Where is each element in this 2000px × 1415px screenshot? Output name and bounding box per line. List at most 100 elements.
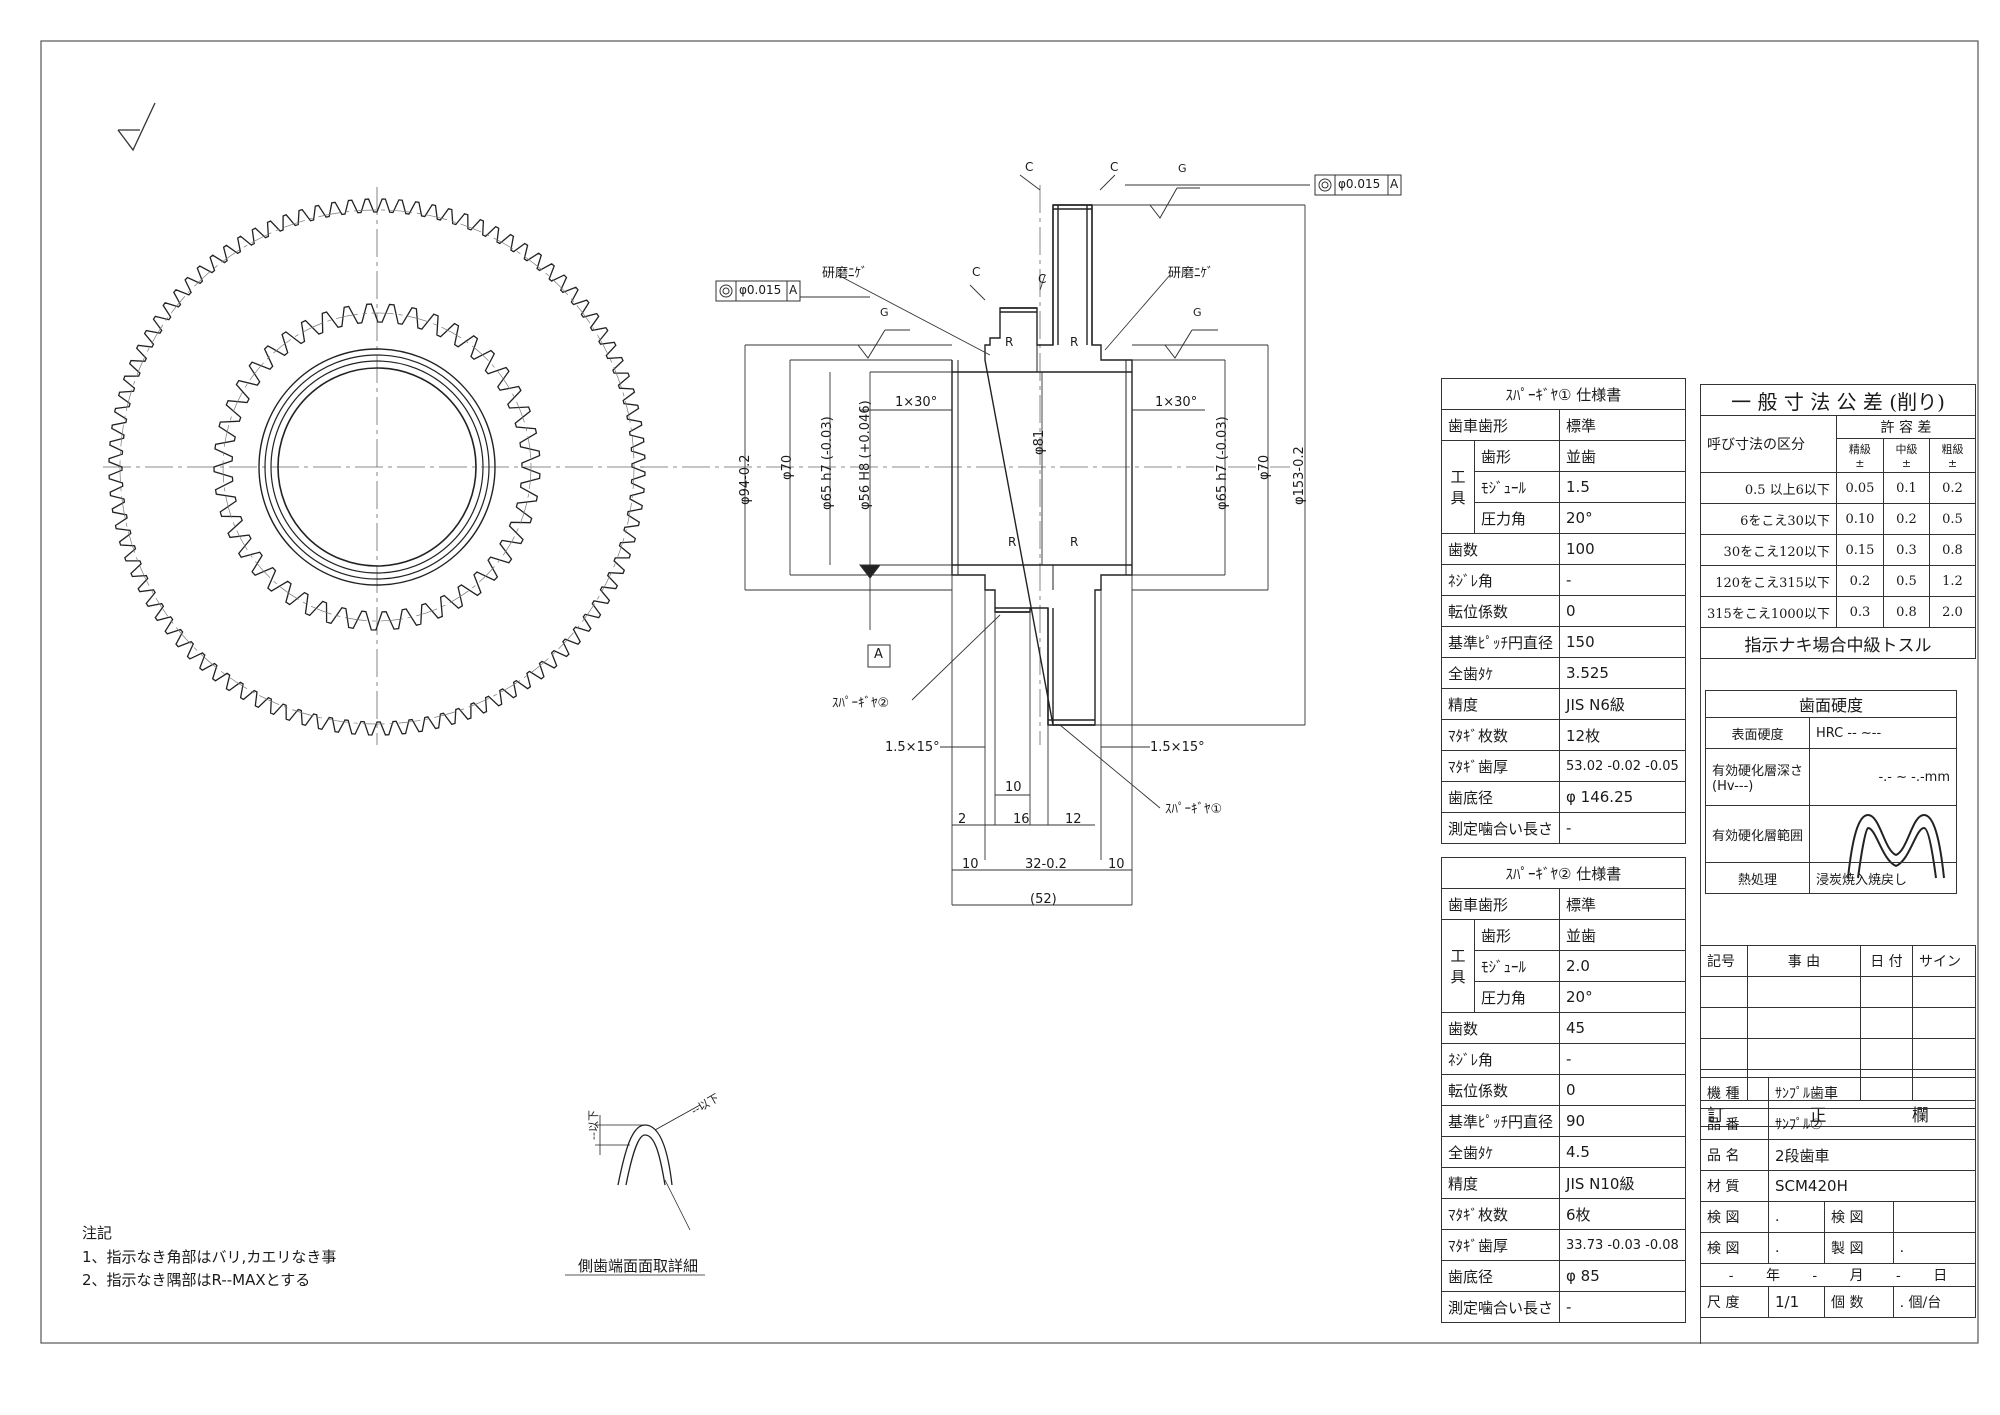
dim-phi70-left: φ70 bbox=[780, 454, 795, 480]
dim-phi70-right: φ70 bbox=[1257, 454, 1272, 480]
hardness-label: 熱処理 bbox=[1704, 862, 1811, 894]
rev-header-reason: 事 由 bbox=[1746, 945, 1861, 977]
spec2-label: 歯形 bbox=[1473, 919, 1561, 951]
radius-r-2: R bbox=[1070, 335, 1079, 349]
spec1-value: 1.5 bbox=[1559, 471, 1686, 503]
tol-range: 315をこえ1000以下 bbox=[1700, 596, 1837, 628]
gear2-callout: ｽﾊﾟｰｷﾞﾔ② bbox=[832, 696, 890, 711]
dim-phi65-left: φ65 h7 (-0.03) bbox=[820, 416, 835, 510]
tol-fine: 0.15 bbox=[1835, 534, 1884, 566]
spec1-value: JIS N6級 bbox=[1559, 688, 1686, 720]
tb-dot: . bbox=[1892, 1232, 1977, 1264]
spec2-label: ﾓｼﾞｭｰﾙ bbox=[1473, 950, 1561, 982]
hardness-value: 浸炭焼入焼戻し bbox=[1809, 862, 1957, 894]
datum-a: A bbox=[874, 647, 883, 662]
chamfer-c-2: C bbox=[1110, 160, 1119, 174]
spec1-value: 100 bbox=[1559, 533, 1686, 565]
gear1-lower bbox=[1047, 608, 1095, 726]
spec1-label: 精度 bbox=[1440, 688, 1561, 720]
radius-r-4: R bbox=[1070, 535, 1079, 549]
spec1-label: 歯底径 bbox=[1440, 781, 1561, 813]
dim-15x15-left: 1.5×15° bbox=[885, 740, 940, 755]
grind-g-2: G bbox=[1193, 306, 1202, 319]
tb-label: 品 番 bbox=[1700, 1108, 1769, 1140]
spec2-value: 6枚 bbox=[1559, 1198, 1686, 1230]
spec2-value: 標準 bbox=[1559, 888, 1686, 920]
tb-qty-label: 個 数 bbox=[1824, 1286, 1894, 1318]
spec2-label: 測定噛合い長さ bbox=[1440, 1291, 1561, 1323]
tb-check-label: 検 図 bbox=[1700, 1232, 1769, 1264]
spec2-value: - bbox=[1559, 1291, 1686, 1323]
spec1-value: - bbox=[1559, 564, 1686, 596]
tol-fine: 0.2 bbox=[1835, 565, 1884, 597]
gear1-boss bbox=[1052, 204, 1093, 345]
section-view bbox=[640, 185, 1290, 745]
grind-g-1: G bbox=[880, 306, 889, 319]
spec2-label: ﾏﾀｷﾞ枚数 bbox=[1440, 1198, 1561, 1230]
spec2-label: 歯底径 bbox=[1440, 1260, 1561, 1292]
dim-12: 12 bbox=[1065, 812, 1082, 827]
spec2-group: 工具 bbox=[1441, 919, 1475, 1013]
spec1-value: 0 bbox=[1559, 595, 1686, 627]
tol-fine: 0.10 bbox=[1835, 503, 1884, 535]
tolerance-allow: 許 容 差 bbox=[1835, 414, 1977, 440]
grind-marks bbox=[857, 187, 1218, 359]
spec1-value: 3.525 bbox=[1559, 657, 1686, 689]
gdt-frames bbox=[715, 174, 1402, 668]
tb-label: 材 質 bbox=[1700, 1170, 1769, 1202]
spec1-value: 20° bbox=[1559, 502, 1686, 534]
tol-medium: 0.2 bbox=[1882, 503, 1930, 535]
tol-range: 30をこえ120以下 bbox=[1700, 534, 1837, 566]
spec1-label: 歯形 bbox=[1473, 440, 1561, 472]
tb-make-label: 製 図 bbox=[1824, 1232, 1894, 1264]
hub-circle-3 bbox=[270, 360, 484, 574]
spec1-label: ﾈｼﾞﾚ角 bbox=[1440, 564, 1561, 596]
spec2-title: ｽﾊﾟｰｷﾞﾔ② 仕様書 bbox=[1441, 857, 1686, 889]
dim-10-c: 10 bbox=[1108, 857, 1125, 872]
spec1-value: 150 bbox=[1559, 626, 1686, 658]
tb-value: SCM420H bbox=[1768, 1170, 1976, 1202]
spec2-value: 33.73 -0.03 -0.08 bbox=[1559, 1229, 1686, 1261]
spec1-value: 53.02 -0.02 -0.05 bbox=[1559, 750, 1686, 782]
hardness-value: HRC -- ~-- bbox=[1809, 717, 1957, 749]
chamfer-detail bbox=[565, 1104, 705, 1276]
hardness-label: 有効硬化層範囲 bbox=[1704, 805, 1811, 863]
chamfer-c-1: C bbox=[1025, 160, 1034, 174]
spec2-value: JIS N10級 bbox=[1559, 1167, 1686, 1199]
spec2-label: 精度 bbox=[1440, 1167, 1561, 1199]
tb-value: ｻﾝﾌﾟﾙ歯車 bbox=[1768, 1077, 1976, 1109]
tol-range: 120をこえ315以下 bbox=[1700, 565, 1837, 597]
tb-scale: 1/1 bbox=[1767, 1286, 1826, 1318]
gdt-value-right: φ0.015 bbox=[1338, 177, 1381, 191]
spec1-label: 測定噛合い長さ bbox=[1440, 812, 1561, 844]
tol-range: 0.5 以上6以下 bbox=[1700, 472, 1837, 504]
gdt-value-left: φ0.015 bbox=[739, 283, 782, 297]
spec1-group: 工具 bbox=[1441, 440, 1475, 534]
dim-phi56: φ56 H8 (+0.046) bbox=[858, 400, 873, 510]
dim-2: 2 bbox=[958, 812, 967, 827]
tol-fine: 0.3 bbox=[1835, 596, 1884, 628]
grade-fine: 精級 ± bbox=[1835, 438, 1884, 473]
dim-15x15-right: 1.5×15° bbox=[1150, 740, 1205, 755]
spec1-label: ﾏﾀｷﾞ歯厚 bbox=[1440, 750, 1561, 782]
spec2-value: - bbox=[1559, 1043, 1686, 1075]
dim-phi94: φ94-0.2 bbox=[738, 454, 753, 505]
dim-32: 32-0.2 bbox=[1025, 857, 1067, 872]
tol-coarse: 0.2 bbox=[1928, 472, 1977, 504]
tb-value: 2段歯車 bbox=[1768, 1139, 1976, 1171]
notes-line1: 1、指示なき角部はバリ,カエリなき事 bbox=[82, 1248, 337, 1266]
spec2-value: 0 bbox=[1559, 1074, 1686, 1106]
tol-fine: 0.05 bbox=[1835, 472, 1884, 504]
radius-r-1: R bbox=[1005, 335, 1014, 349]
rev-header-symbol: 記号 bbox=[1700, 945, 1748, 977]
tb-dot: . bbox=[1767, 1201, 1826, 1233]
chamfer-c-4: C bbox=[1038, 272, 1047, 286]
spec2-value: 45 bbox=[1559, 1012, 1686, 1044]
tol-medium: 0.1 bbox=[1882, 472, 1930, 504]
tolerance-title: 一 般 寸 法 公 差 (削り) bbox=[1700, 384, 1976, 416]
spec1-label: 歯車歯形 bbox=[1440, 409, 1561, 441]
tb-label: 品 名 bbox=[1700, 1139, 1769, 1171]
